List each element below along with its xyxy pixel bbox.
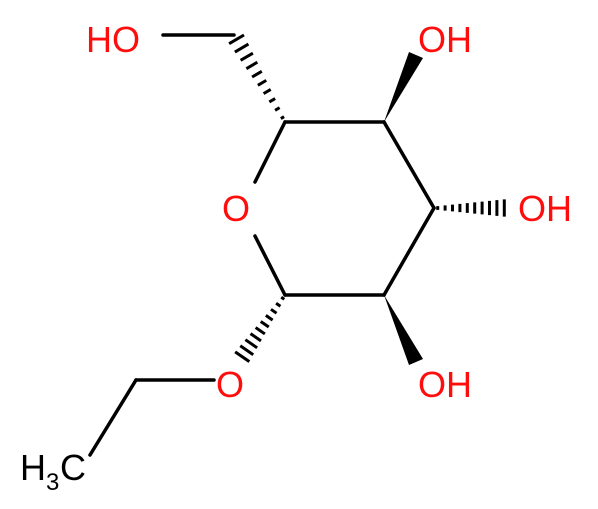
label-methyl-subscript: 3 bbox=[46, 469, 59, 496]
hash-stroke bbox=[274, 106, 281, 112]
label-methyl-h: H bbox=[20, 447, 46, 488]
hash-stroke bbox=[275, 302, 282, 308]
hash-stroke bbox=[249, 332, 262, 343]
hashed-wedge-c5-ch2 bbox=[228, 33, 285, 120]
ring-bonds bbox=[253, 120, 436, 297]
label-ring-oxygen: O bbox=[222, 188, 250, 229]
hash-stroke bbox=[228, 33, 245, 46]
hashed-wedges bbox=[228, 33, 506, 363]
atom-labels: HO OH O OH OH O H 3 C bbox=[20, 19, 572, 496]
hash-stroke bbox=[239, 344, 255, 356]
hash-stroke bbox=[268, 97, 276, 104]
hash-stroke bbox=[244, 338, 258, 350]
solid-wedges bbox=[384, 52, 423, 365]
hash-stroke bbox=[265, 314, 274, 322]
hash-stroke bbox=[280, 115, 285, 120]
solid-wedge-c2-oh bbox=[384, 295, 423, 365]
label-c3-oh: OH bbox=[518, 188, 572, 229]
hash-stroke bbox=[254, 326, 266, 336]
hashed-wedge-c3-oh bbox=[436, 199, 506, 217]
solid-wedge-c4-oh bbox=[384, 52, 423, 122]
bond-ch2-ch3 bbox=[88, 378, 138, 457]
hash-stroke bbox=[251, 70, 263, 79]
hash-stroke bbox=[280, 295, 286, 301]
label-methyl-c: C bbox=[60, 447, 86, 488]
bond-ring-o-c5 bbox=[253, 120, 287, 184]
hash-stroke bbox=[234, 42, 250, 54]
chain-bonds bbox=[88, 33, 236, 457]
bond-c3-c2 bbox=[382, 206, 436, 297]
hash-stroke bbox=[262, 88, 272, 95]
hash-stroke bbox=[257, 79, 268, 87]
label-c4-oh: OH bbox=[418, 19, 472, 60]
hash-stroke bbox=[259, 320, 270, 329]
bond-c4-c3 bbox=[382, 120, 436, 210]
label-c2-oh: OH bbox=[418, 364, 472, 405]
bond-c1-ring-o bbox=[253, 234, 287, 297]
label-ether-oxygen: O bbox=[216, 364, 244, 405]
hash-stroke bbox=[245, 60, 259, 70]
label-hydroxymethyl-oh: HO bbox=[86, 19, 140, 60]
hash-stroke bbox=[239, 51, 254, 62]
hash-stroke bbox=[234, 350, 251, 363]
hash-stroke bbox=[270, 308, 278, 315]
hashed-wedge-c1-o bbox=[234, 295, 286, 363]
